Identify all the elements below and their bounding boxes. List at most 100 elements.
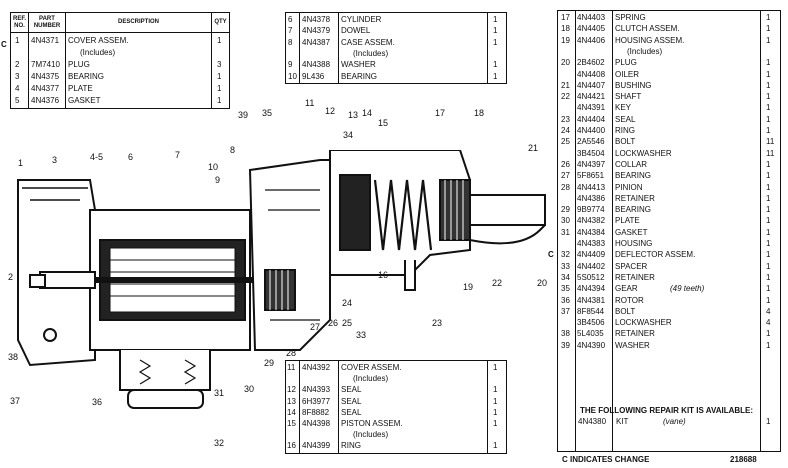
qty-cell: 1: [493, 363, 498, 372]
col-part-header: PART NUMBER: [33, 16, 61, 29]
part-number-cell: 7M7410: [31, 60, 60, 69]
qty-cell: 1: [766, 114, 771, 124]
part-number-cell: 5F8651: [577, 171, 605, 181]
ref-cell: 3: [15, 72, 20, 81]
description-cell: (Includes): [353, 430, 389, 440]
qty-cell: 1: [766, 103, 771, 113]
description-cell: KEY: [615, 103, 632, 113]
qty-cell: 1: [766, 182, 771, 192]
qty-cell: 1: [766, 239, 771, 248]
ref-cell: 20: [561, 58, 570, 68]
callout-12: 12: [325, 106, 336, 116]
qty-cell: 1: [766, 227, 771, 237]
qty-cell: 11: [766, 137, 775, 147]
ref-cell: 1: [15, 36, 20, 45]
qty-cell: 1: [766, 193, 771, 203]
table-row: (Includes): [286, 429, 506, 440]
part-number-cell: 4N4408: [577, 69, 606, 79]
callout-25: 25: [342, 318, 353, 328]
qty-cell: 1: [217, 72, 222, 81]
callout-10: 10: [208, 162, 219, 172]
callout-34: 34: [343, 130, 354, 140]
callout-32: 32: [214, 438, 225, 448]
description-cell: WASHER: [615, 340, 650, 350]
qty-cell: 1: [766, 340, 771, 350]
description-cell: COVER ASSEM.: [68, 36, 129, 45]
description-note: (49 teeth): [670, 284, 705, 294]
description-cell: SEAL: [341, 385, 362, 395]
part-number-cell: 4N4397: [577, 159, 606, 169]
part-number-cell: 4N4421: [577, 92, 606, 102]
ref-cell: 35: [561, 284, 570, 294]
description-cell: PISTON ASSEM.: [341, 419, 403, 428]
piston: [339, 174, 371, 251]
description-cell: GASKET: [615, 227, 648, 237]
part-number-cell: 2A5546: [577, 137, 605, 147]
ref-cell: 33: [561, 261, 570, 271]
callout-28: 28: [286, 348, 297, 358]
description-cell: ROTOR: [615, 295, 644, 305]
callout-17: 17: [435, 108, 446, 118]
ref-cell: 9: [288, 60, 293, 70]
callout-37: 37: [10, 396, 21, 406]
part-number-cell: 9L436: [302, 71, 325, 81]
part-number-cell: 4N4383: [577, 239, 606, 248]
description-cell: LOCKWASHER: [615, 148, 672, 158]
callout-29: 29: [264, 358, 275, 368]
qty-cell: 3: [217, 60, 222, 69]
callout-6: 6: [128, 152, 134, 162]
description-cell: BEARING: [615, 171, 652, 181]
part-number-cell: 4N4400: [577, 126, 606, 135]
table-row: (Includes): [286, 373, 506, 384]
ref-cell: 34: [561, 272, 570, 282]
part-number-cell: 4N4392: [302, 363, 331, 372]
callout-11: 11: [305, 98, 315, 108]
description-cell: (Includes): [80, 48, 116, 57]
part-number-cell: 4N4393: [302, 385, 331, 395]
qty-cell: 1: [766, 69, 771, 79]
repair-kit-note: THE FOLLOWING REPAIR KIT IS AVAILABLE:: [580, 406, 754, 415]
ref-cell: 11: [287, 363, 296, 372]
description-cell: DOWEL: [341, 26, 371, 36]
qty-cell: 1: [766, 58, 771, 68]
callout-31: 31: [214, 388, 225, 398]
description-cell: SEAL: [341, 407, 362, 417]
callout-16: 16: [378, 270, 389, 280]
part-number-cell: 9B9774: [577, 205, 605, 215]
callout-39: 39: [238, 110, 249, 120]
callout-36: 36: [92, 397, 103, 407]
qty-cell: 1: [766, 13, 771, 22]
kit-part: 4N4380: [578, 417, 607, 426]
callout-19: 19: [463, 282, 474, 292]
qty-cell: 4: [766, 318, 771, 328]
qty-cell: 1: [766, 35, 771, 45]
ref-cell: 14: [287, 407, 296, 417]
qty-cell: 1: [493, 15, 498, 24]
part-number-cell: 4N4387: [302, 37, 331, 47]
part-number-cell: 4N4394: [577, 284, 606, 294]
ref-cell: 37: [561, 306, 570, 316]
part-number-cell: 4N4391: [577, 103, 606, 113]
description-cell: RETAINER: [615, 329, 655, 339]
qty-cell: 1: [766, 92, 771, 102]
description-cell: SPRING: [615, 13, 646, 22]
ref-cell: 39: [561, 340, 570, 350]
callout-3: 3: [52, 155, 58, 165]
description-cell: (Includes): [353, 48, 389, 58]
ref-cell: 15: [287, 419, 296, 428]
ref-cell: 32: [561, 250, 570, 260]
part-number-cell: 4N4405: [577, 24, 606, 34]
